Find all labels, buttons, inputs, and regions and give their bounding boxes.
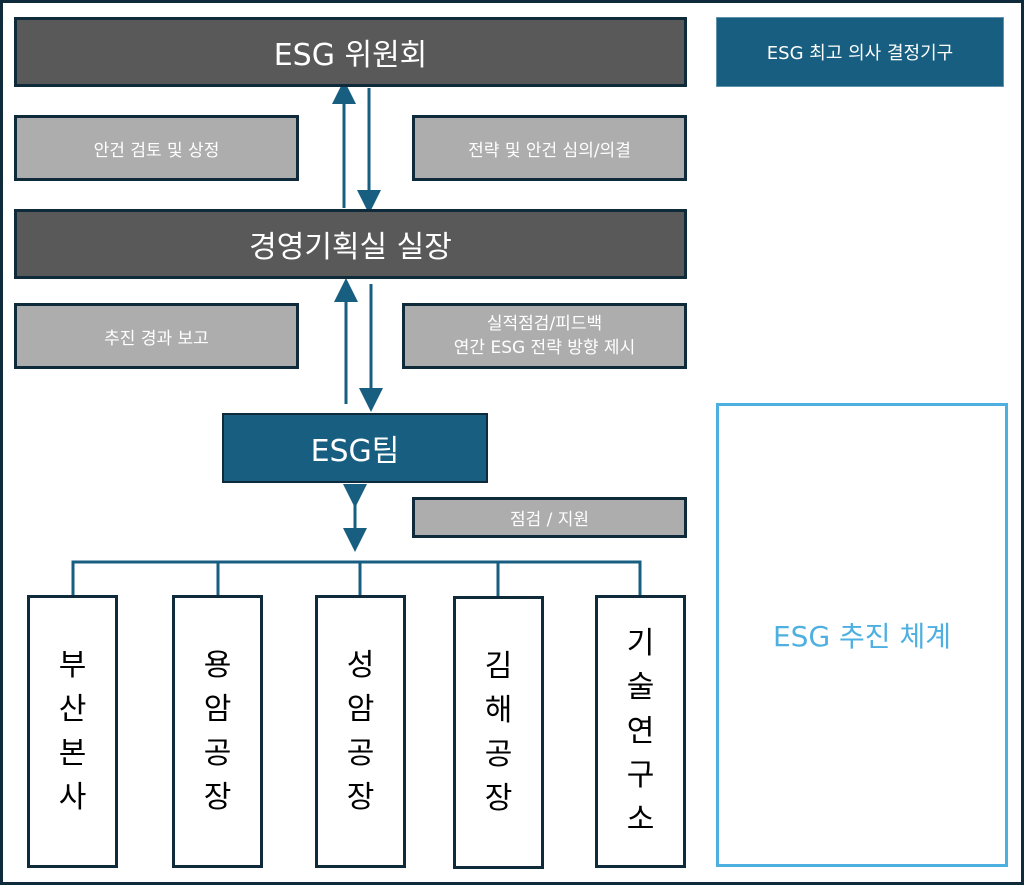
unit-char: 용	[203, 647, 232, 683]
unit-char: 산	[58, 691, 87, 727]
unit-gimhae-plant: 김 해 공 장	[453, 596, 544, 869]
unit-char: 기	[626, 625, 655, 661]
unit-char: 장	[203, 779, 232, 815]
top-legend-label: ESG 최고 의사 결정기구	[766, 43, 954, 64]
unit-char: 김	[484, 648, 513, 684]
unit-char: 암	[346, 691, 375, 727]
esg-committee-box: ESG 위원회	[14, 17, 687, 87]
unit-char: 공	[346, 735, 375, 771]
unit-char: 공	[484, 736, 513, 772]
unit-char: 암	[203, 691, 232, 727]
planning-office-box: 경영기획실 실장	[14, 209, 687, 279]
unit-yongam-plant: 용 암 공 장	[172, 595, 263, 868]
right-label-box-3: 점검 / 지원	[412, 497, 687, 538]
unit-char: 본	[58, 735, 87, 771]
esg-team-box: ESG팀	[222, 413, 488, 483]
unit-char: 성	[346, 647, 375, 683]
left-label-box-1: 안건 검토 및 상정	[14, 115, 299, 181]
top-legend-box: ESG 최고 의사 결정기구	[716, 17, 1004, 87]
right-label-box-2: 실적점검/피드백 연간 ESG 전략 방향 제시	[402, 303, 687, 369]
unit-char: 부	[58, 647, 87, 683]
unit-char: 사	[58, 779, 87, 815]
unit-char: 공	[203, 735, 232, 771]
left-label-1: 안건 검토 및 상정	[93, 140, 220, 161]
branch-line	[71, 560, 642, 596]
unit-char: 해	[484, 692, 513, 728]
unit-char: 구	[626, 757, 655, 793]
unit-char: 소	[626, 801, 655, 837]
right-label-2-line1: 실적점검/피드백	[486, 314, 603, 334]
unit-char: 연	[626, 713, 655, 749]
right-label-box-1: 전략 및 안건 심의/의결	[412, 115, 687, 181]
unit-research-institute: 기 술 연 구 소	[595, 595, 686, 868]
unit-busan-hq: 부 산 본 사	[27, 595, 118, 868]
unit-char: 장	[484, 780, 513, 816]
left-label-2: 추진 경과 보고	[104, 328, 209, 349]
esg-team-label: ESG팀	[310, 434, 400, 469]
right-label-3: 점검 / 지원	[509, 510, 590, 530]
side-legend-label: ESG 추진 체계	[772, 620, 951, 653]
esg-committee-label: ESG 위원회	[273, 38, 428, 73]
planning-office-label: 경영기획실 실장	[249, 230, 452, 265]
right-label-2-line2: 연간 ESG 전략 방향 제시	[453, 338, 636, 358]
side-legend-box: ESG 추진 체계	[716, 403, 1008, 867]
unit-seongam-plant: 성 암 공 장	[315, 595, 406, 868]
unit-char: 술	[626, 669, 655, 705]
left-label-box-2: 추진 경과 보고	[14, 303, 299, 369]
right-label-1: 전략 및 안건 심의/의결	[468, 140, 631, 161]
unit-char: 장	[346, 779, 375, 815]
